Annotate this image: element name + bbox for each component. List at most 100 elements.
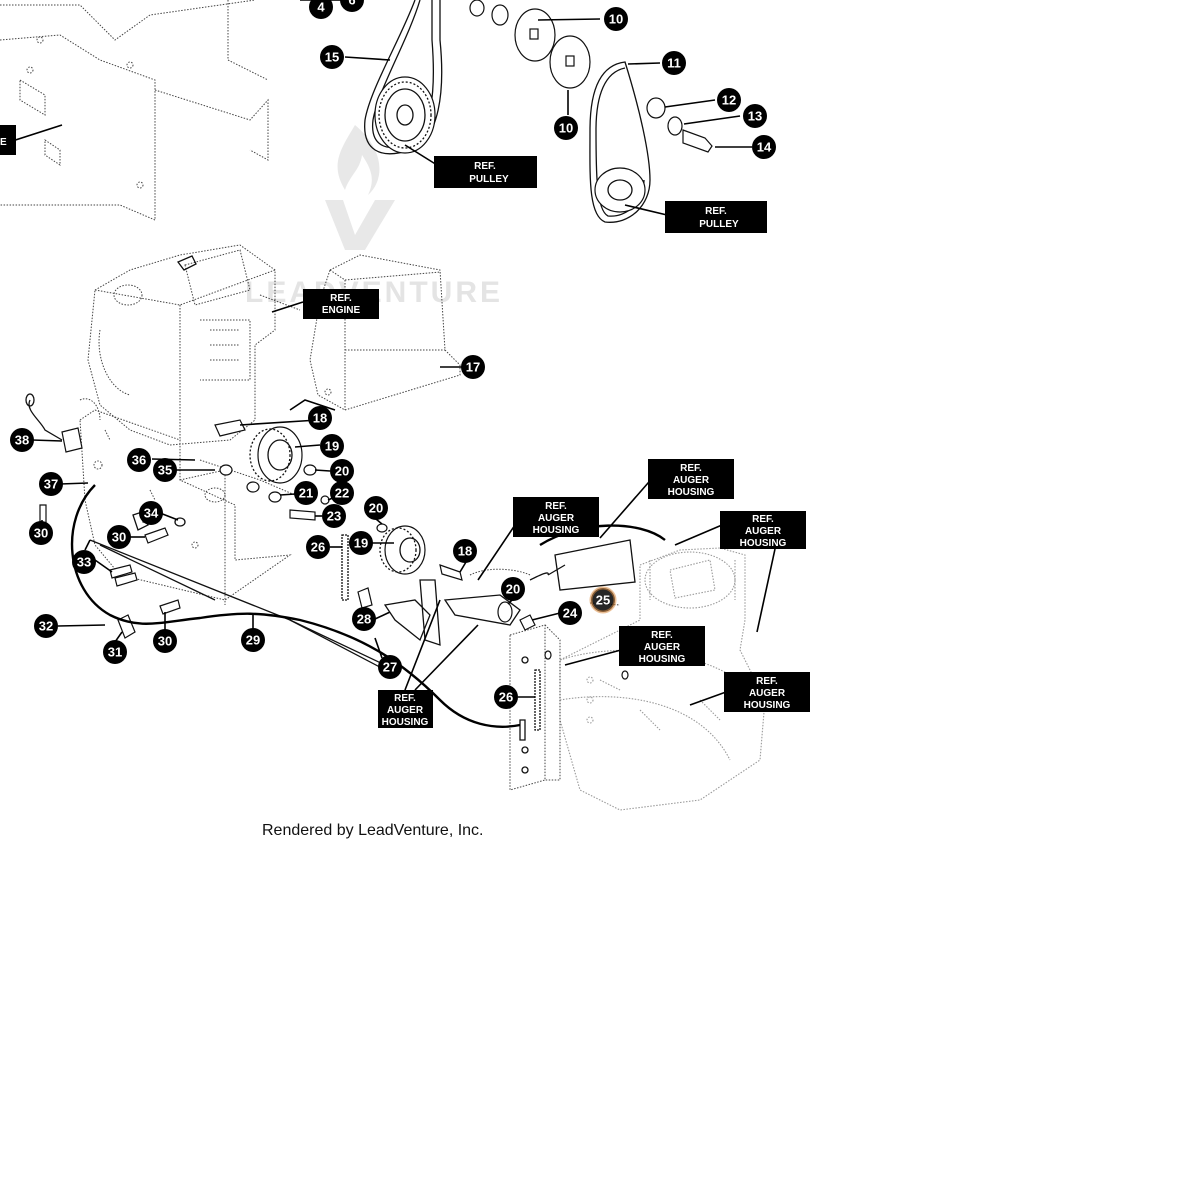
callout-number: 30 <box>34 526 48 541</box>
callout-circle <box>139 501 163 525</box>
callout-25: 25 <box>589 586 617 614</box>
callout-circle <box>589 586 617 614</box>
callout-4: 4 <box>309 0 333 19</box>
ref-label-auger-housing-3: REF. AUGER HOUSING <box>674 511 806 633</box>
svg-text:AUGER: AUGER <box>538 513 575 524</box>
ref-label-engine: REF. ENGINE <box>271 289 379 319</box>
callout-23: 23 <box>322 504 346 528</box>
upper-belt-assembly <box>0 0 752 223</box>
svg-text:HOUSING: HOUSING <box>533 525 580 536</box>
callout-37: 37 <box>39 472 63 496</box>
callout-number: 22 <box>335 486 349 501</box>
idler-assembly-upper <box>199 399 349 601</box>
svg-text:AUGER: AUGER <box>745 526 782 537</box>
callout-number: 17 <box>466 360 480 375</box>
callout-12: 12 <box>717 88 741 112</box>
callout-32: 32 <box>34 614 58 638</box>
svg-text:REF.: REF. <box>680 463 702 474</box>
callout-26: 26 <box>306 535 330 559</box>
callout-number: 20 <box>369 501 383 516</box>
callout-number: 12 <box>722 93 736 108</box>
callout-27: 27 <box>378 655 402 679</box>
callout-circle <box>107 525 131 549</box>
callout-29: 29 <box>241 628 265 652</box>
callout-number: 20 <box>335 464 349 479</box>
callout-circle <box>352 607 376 631</box>
ref-label-partial-left: E <box>0 125 16 155</box>
callout-circle <box>127 448 151 472</box>
callout-number: 14 <box>757 140 772 155</box>
callout-30: 30 <box>153 629 177 653</box>
callout-circle <box>330 481 354 505</box>
callout-circle <box>604 7 628 31</box>
callout-number: 33 <box>77 555 91 570</box>
callout-33: 33 <box>72 550 96 574</box>
callout-15: 15 <box>320 45 344 69</box>
callout-number: 34 <box>144 506 159 521</box>
callout-circle <box>320 45 344 69</box>
callout-20: 20 <box>330 459 354 483</box>
callout-number: 23 <box>327 509 341 524</box>
callout-number: 6 <box>348 0 355 8</box>
ref-label-auger-housing-2: REF. AUGER HOUSING <box>477 497 599 581</box>
callout-20: 20 <box>501 577 525 601</box>
callout-circle <box>554 116 578 140</box>
callout-number: 31 <box>108 645 122 660</box>
callout-18: 18 <box>308 406 332 430</box>
svg-text:PULLEY: PULLEY <box>699 219 739 230</box>
svg-text:REF.: REF. <box>330 293 352 304</box>
callout-circle <box>153 629 177 653</box>
callout-19: 19 <box>320 434 344 458</box>
callout-number: 26 <box>499 690 513 705</box>
svg-text:REF.: REF. <box>651 630 673 641</box>
callout-35: 35 <box>153 458 177 482</box>
callout-circle <box>340 0 364 12</box>
callout-circle <box>10 428 34 452</box>
idler-assembly-lower <box>357 518 636 646</box>
svg-text:E: E <box>0 137 7 148</box>
ref-label-auger-housing-6: REF. AUGER HOUSING <box>378 599 479 728</box>
ref-label-pulley-2: REF. PULLEY <box>665 201 767 233</box>
callout-21: 21 <box>294 481 318 505</box>
callout-circle <box>662 51 686 75</box>
svg-text:REF.: REF. <box>394 693 416 704</box>
svg-text:HOUSING: HOUSING <box>668 487 715 498</box>
ref-label-auger-housing-1: REF. AUGER HOUSING <box>599 459 734 539</box>
callout-10: 10 <box>554 116 578 140</box>
callout-number: 28 <box>357 612 371 627</box>
callout-number: 11 <box>667 56 681 71</box>
callout-18: 18 <box>453 539 477 563</box>
frame-upper-left <box>0 0 269 221</box>
callout-number: 19 <box>325 439 339 454</box>
callout-number: 30 <box>158 634 172 649</box>
svg-text:AUGER: AUGER <box>644 642 681 653</box>
svg-text:HOUSING: HOUSING <box>639 654 686 665</box>
callout-circle <box>558 601 582 625</box>
callout-20: 20 <box>364 496 388 520</box>
callout-circle <box>103 640 127 664</box>
callout-number: 20 <box>506 582 520 597</box>
svg-text:REF.: REF. <box>752 514 774 525</box>
callout-circle <box>717 88 741 112</box>
callout-17: 17 <box>461 355 485 379</box>
callout-circle <box>308 406 332 430</box>
control-cable <box>70 484 666 728</box>
callout-number: 10 <box>559 121 573 136</box>
callout-number: 13 <box>748 109 762 124</box>
callout-number: 32 <box>39 619 53 634</box>
callout-circle <box>453 539 477 563</box>
callout-number: 36 <box>132 453 146 468</box>
callout-6: 6 <box>340 0 364 12</box>
callout-circle <box>34 614 58 638</box>
callout-number: 30 <box>112 530 126 545</box>
callout-number: 25 <box>596 593 610 608</box>
callout-circle <box>461 355 485 379</box>
callout-13: 13 <box>743 104 767 128</box>
callout-number: 18 <box>313 411 327 426</box>
svg-text:HOUSING: HOUSING <box>740 538 787 549</box>
callout-number: 37 <box>44 477 58 492</box>
svg-text:REF.: REF. <box>474 161 496 172</box>
callout-circle <box>29 521 53 545</box>
